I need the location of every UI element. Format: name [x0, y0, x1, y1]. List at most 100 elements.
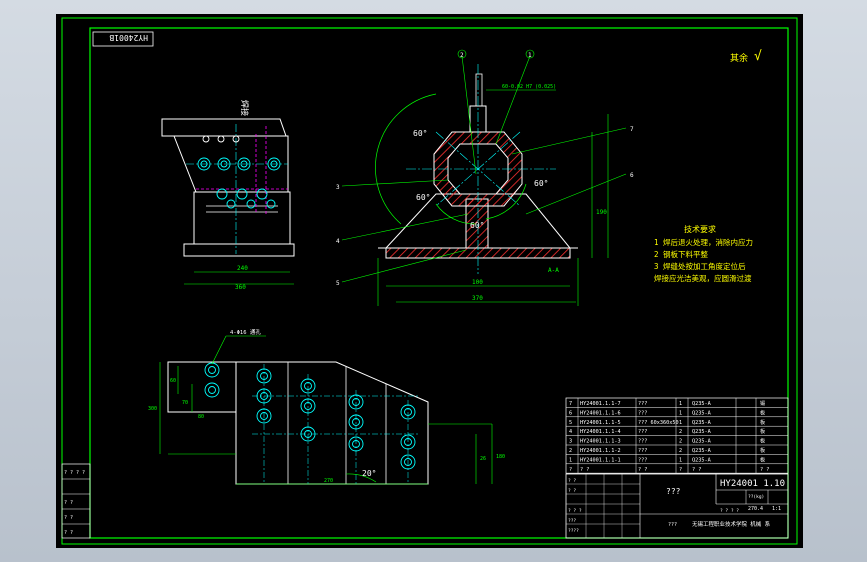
bom-row[interactable]: ?? ?? ??? ?? ? [569, 467, 769, 473]
bom-cell-material: Q235-A [692, 429, 712, 435]
outer-frame [61, 17, 798, 545]
finish-mark: √ [754, 49, 762, 64]
plan-angle: 20° [362, 469, 376, 478]
bom-cell-code: HY24001.1.1-3 [580, 439, 621, 445]
bom-cell-no: 5 [569, 420, 572, 426]
title-sheet: ? ? ? ? [720, 508, 739, 514]
top-code: HY24001B [109, 33, 148, 42]
plan-dim-1: 60 [170, 378, 176, 384]
angle-label-2: 60° [534, 179, 548, 188]
bom-cell-no: 7 [569, 401, 572, 407]
plan-dim-5: 270 [324, 478, 333, 484]
bom-cell-name: ??? [638, 410, 647, 416]
side-dim-a: 240 [237, 265, 248, 272]
bom-cell-remark: 板 [760, 446, 766, 454]
plan-view[interactable]: 4-Φ16 通孔 20° 60 70 80 300 270 26 180 [148, 328, 505, 485]
tech-line-1: 1 焊后退火处理，消除内应力 [654, 237, 753, 247]
tech-line-4: 焊接应光洁美观，应圆滑过渡 [654, 273, 752, 283]
left-table-4: ??? [568, 518, 576, 524]
side-table-5: ? ? [64, 530, 73, 536]
cad-drawing-viewport[interactable]: HY24001B 其余 √ 240 360 焊接 [56, 14, 803, 548]
bom-cell-material: Q235-A [692, 410, 712, 416]
bom-cell-qty: 2 [679, 439, 682, 445]
side-table-1: ? ? ? ? [64, 470, 85, 476]
tech-title: 技术要求 [684, 224, 716, 234]
bom-cell-qty: 1 [679, 457, 682, 463]
bom-cell-no: 1 [569, 457, 572, 463]
plan-dim-2: 70 [182, 400, 188, 406]
angle-label-4: 60° [470, 221, 484, 230]
title-weight: 270.4 [748, 506, 763, 512]
front-dim-height: 190 [596, 209, 607, 216]
callout-5: 5 [336, 280, 340, 287]
bom-cell-remark: 板 [760, 427, 766, 435]
side-dim-b: 360 [235, 284, 246, 291]
bom-cell-name: ??? [638, 401, 647, 407]
finish-note: 其余 [730, 52, 748, 64]
bom-cell-name: ??? [638, 439, 647, 445]
title-name: ??? [666, 487, 681, 496]
bom-cell-no: 6 [569, 410, 572, 416]
bom-cell-no: 3 [569, 439, 572, 445]
callout-1: 1 [528, 52, 532, 59]
bom-cell-qty: 1 [679, 401, 682, 407]
title-block[interactable]: HY24001 1.10 ??? ??(kg) 270.4 1:1 ? ? ? … [565, 473, 789, 539]
top-code-box [92, 31, 154, 47]
bom-cell-qty: 2 [679, 429, 682, 435]
callout-7: 7 [630, 126, 634, 133]
title-weight-label: ??(kg) [748, 494, 764, 500]
front-dim-base: 370 [472, 295, 483, 302]
bom-cell-material: Q235-A [692, 401, 712, 407]
plan-dim-4: 300 [148, 406, 157, 412]
angle-label-3: 60° [416, 193, 430, 202]
title-scale: 1:1 [772, 506, 781, 512]
left-table-1: ? ? [568, 478, 576, 484]
bom-cell-no: ? [569, 467, 572, 473]
inner-frame [89, 27, 789, 539]
bom-cell-qty: ? [679, 467, 682, 473]
plan-dim-7: 180 [496, 454, 505, 460]
plan-hole-note: 4-Φ16 通孔 [230, 328, 261, 336]
left-side-table: ? ? ? ? ? ? ? ? ? ? [61, 463, 91, 539]
bom-cell-code: HY24001.1.1-2 [580, 448, 621, 454]
side-view[interactable]: 240 360 焊接 [161, 100, 295, 291]
title-drawing-no: HY24001 1.10 [720, 479, 785, 489]
callout-2: 2 [460, 52, 464, 59]
view-label: A-A [548, 267, 559, 274]
bom-row[interactable]: 6 HY24001.1.1-6??? 1 Q235-A 板 [569, 408, 766, 416]
bom-cell-qty: 1 [679, 420, 682, 426]
bom-cell-remark: ? ? [760, 467, 769, 473]
side-section-label: 焊接 [240, 100, 250, 116]
plan-dim-6: 26 [480, 456, 486, 462]
bom-cell-remark: 板 [760, 408, 766, 416]
left-table-3: ? ? ? [568, 508, 582, 514]
left-table-2: ? ? [568, 488, 576, 494]
title-school: 无锡工程职业技术学院 机械 系 [692, 520, 771, 528]
bom-cell-material: Q235-A [692, 420, 712, 426]
tolerance-note: 60-0.02 H7 (0.025) [502, 84, 556, 90]
tech-line-2: 2 钢板下料平整 [654, 249, 709, 259]
bom-cell-no: 2 [569, 448, 572, 454]
bom-cell-name: ??? [638, 429, 647, 435]
bom-cell-code: HY24001.1.1-1 [580, 457, 621, 463]
bom-cell-code: HY24001.1.1-6 [580, 410, 621, 416]
bom-cell-remark: 板 [760, 418, 766, 426]
front-dim-inner: 100 [472, 279, 483, 286]
bom-cell-material: Q235-A [692, 439, 712, 445]
bom-cell-material: Q235-A [692, 448, 712, 454]
title-company: ??? [668, 522, 677, 528]
side-table-4: ? ? [64, 515, 73, 521]
bom-cell-qty: 1 [679, 410, 682, 416]
bom-cell-code: HY24001.1.1-4 [580, 429, 621, 435]
front-view[interactable]: 60° 60° 60° 60° 60-0.02 H7 (0.025) 100 3… [336, 49, 634, 306]
bom-cell-name: ??? [638, 457, 647, 463]
callout-4: 4 [336, 238, 340, 245]
callout-6: 6 [630, 172, 634, 179]
